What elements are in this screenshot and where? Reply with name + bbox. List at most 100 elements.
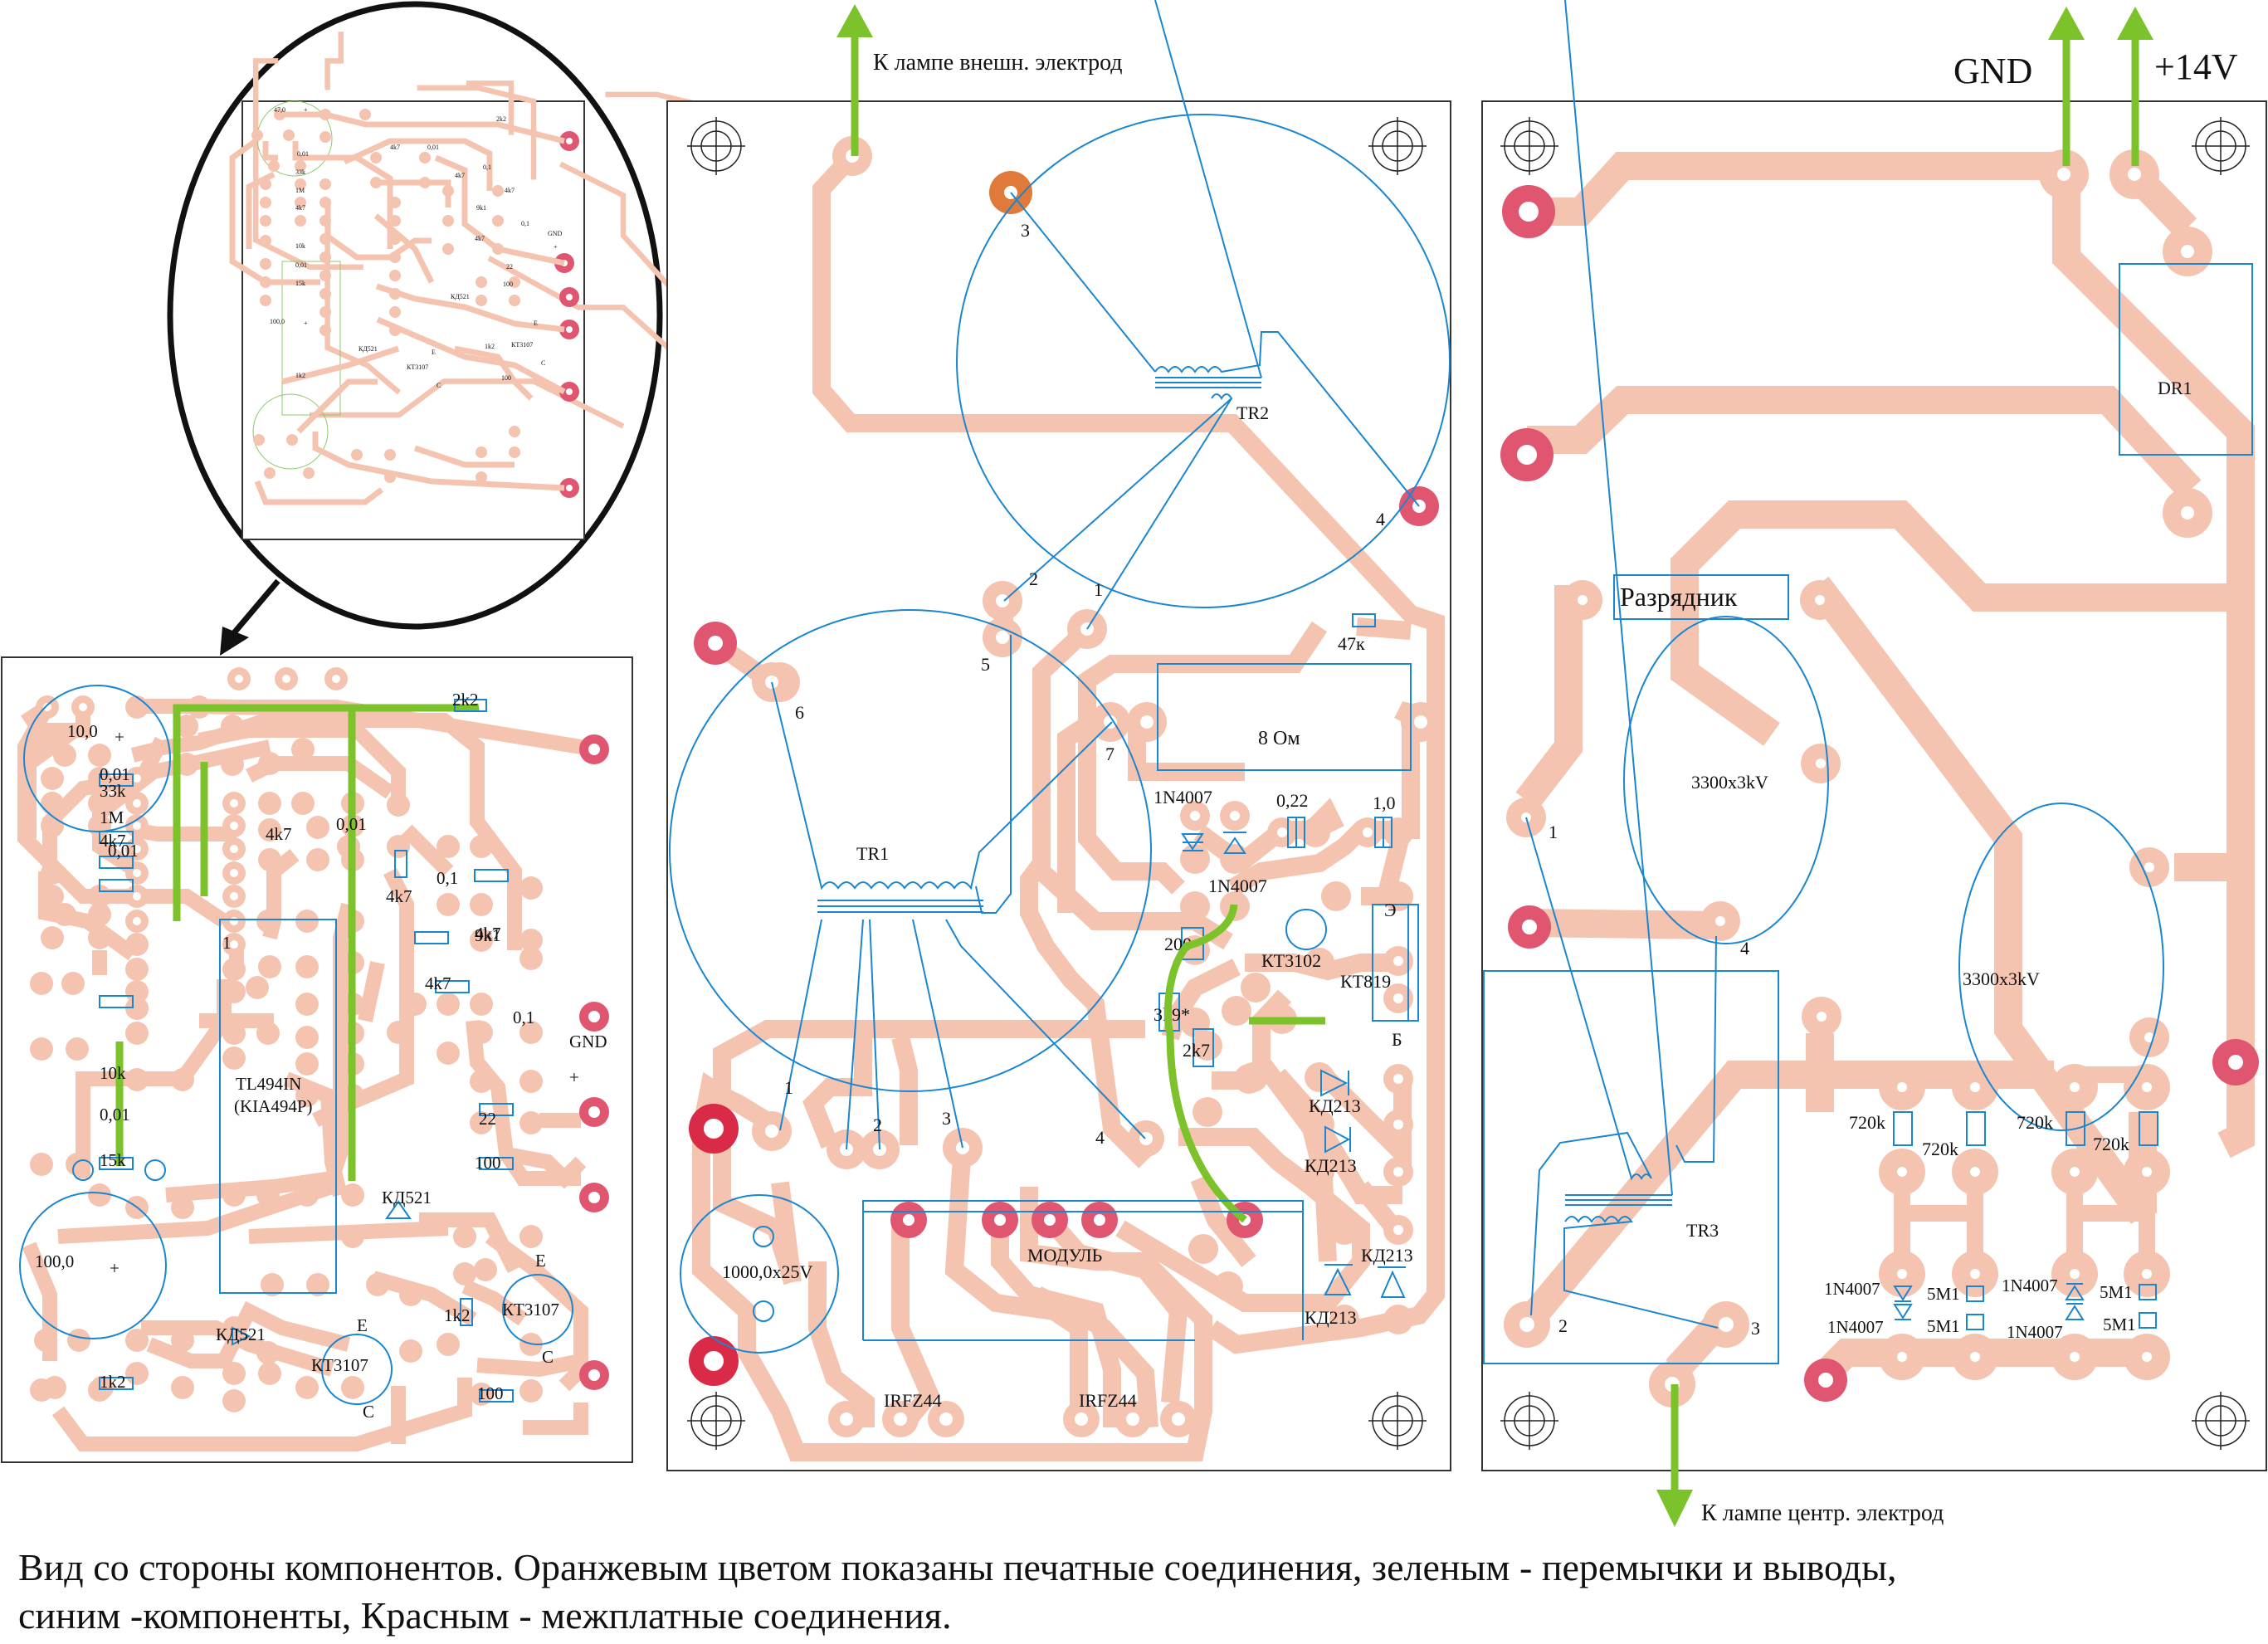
transistor-kt3102-outline — [1285, 909, 1327, 950]
module-label: МОДУЛЬ — [1027, 1245, 1102, 1266]
svg-text:C: C — [437, 382, 441, 389]
right-pads — [1500, 149, 2259, 1407]
svg-text:0,01: 0,01 — [108, 841, 139, 861]
right-interboard-pads — [1500, 185, 2259, 1402]
svg-text:+: + — [554, 243, 558, 251]
inset-callout: 47,0 + 2k2 0,01 4k7 0,01 33k 1M 4k7 0,1 … — [167, 1, 705, 656]
svg-text:5: 5 — [981, 654, 990, 675]
svg-text:2: 2 — [1029, 568, 1038, 589]
inset-pads — [252, 100, 579, 498]
resistor-8ohm-label: 8 Ом — [1258, 728, 1300, 749]
svg-text:E: E — [535, 1251, 546, 1271]
spark-gap-outline — [1613, 574, 1789, 620]
inset-ic-outline — [281, 261, 341, 416]
svg-text:1: 1 — [784, 1077, 793, 1098]
svg-text:7: 7 — [1105, 744, 1114, 764]
svg-text:1N4007: 1N4007 — [2007, 1322, 2063, 1342]
caps-022-10 — [1287, 817, 1393, 848]
tr2-labels: 3 4 2 1 TR2 — [1021, 220, 1385, 600]
svg-text:5M1: 5M1 — [1927, 1284, 1960, 1304]
svg-text:КД521: КД521 — [382, 1188, 432, 1207]
inset-pad-array — [251, 109, 520, 483]
svg-text:(KIA494P): (KIA494P) — [234, 1096, 313, 1116]
cap-10uf-outline — [23, 685, 171, 832]
svg-text:15k: 15k — [295, 280, 305, 287]
kt819-label: КТ819 — [1340, 971, 1391, 992]
left-interboard-pads — [579, 734, 609, 1390]
transistor-kt3102-label: КТ3102 — [1261, 950, 1321, 971]
svg-text:0,1: 0,1 — [513, 1007, 534, 1027]
svg-text:100: 100 — [477, 1383, 504, 1403]
vplus-label: +14V — [2154, 46, 2238, 87]
resistor-47k-label: 47к — [1338, 633, 1365, 654]
left-jumper-main — [173, 704, 358, 921]
svg-text:C: C — [542, 1347, 554, 1367]
kd213-c-label: КД213 — [1361, 1245, 1413, 1266]
middle-mount-holes — [687, 117, 1427, 1450]
tr1-windings — [771, 635, 1146, 1150]
caption-line-1: Вид со стороны компонентов. Оранжевым цв… — [18, 1546, 1897, 1588]
svg-text:1N4007: 1N4007 — [2002, 1276, 2058, 1295]
svg-text:2: 2 — [873, 1115, 882, 1135]
tr1-outline — [669, 609, 1152, 1092]
vplus-arrowhead — [2117, 7, 2153, 40]
svg-text:GND: GND — [548, 230, 563, 237]
svg-text:+: + — [304, 320, 308, 327]
svg-text:2: 2 — [1558, 1315, 1568, 1336]
diode-kd521-a — [385, 1200, 412, 1219]
cap-10-label: 1,0 — [1373, 793, 1396, 813]
svg-text:2k2: 2k2 — [452, 690, 479, 710]
diodes-1n4007-pair — [1181, 832, 1246, 854]
diode-kd521-b — [232, 1326, 251, 1346]
tr3-windings — [1525, 0, 1719, 1329]
resistor-8ohm — [1157, 663, 1412, 771]
svg-text:1k2: 1k2 — [485, 343, 495, 350]
resistors-720k-labels: 720k 720k 720k 720k — [1849, 1112, 2129, 1159]
svg-text:TR2: TR2 — [1236, 402, 1269, 423]
svg-text:9k1: 9k1 — [476, 204, 486, 212]
lamp-outer-label: К лампе внешн. электрод — [873, 50, 1123, 76]
gnd-arrowhead — [2048, 7, 2085, 40]
svg-text:TR3: TR3 — [1686, 1220, 1719, 1241]
tr2-outline — [956, 114, 1451, 608]
middle-board: К лампе внешн. электрод 3 4 2 1 TR2 — [666, 0, 1451, 1471]
cap-1000uf-outline — [680, 1194, 839, 1354]
svg-text:100: 100 — [503, 281, 513, 288]
resistor-2k7-label: 2k7 — [1183, 1040, 1210, 1061]
svg-text:4k7: 4k7 — [386, 886, 412, 906]
svg-text:1k2: 1k2 — [444, 1305, 471, 1325]
svg-text:1N4007: 1N4007 — [1827, 1317, 1884, 1337]
svg-text:0,01: 0,01 — [295, 261, 307, 269]
svg-text:4k7: 4k7 — [475, 235, 485, 242]
diodes-kd213 — [1320, 1069, 1406, 1298]
svg-text:E: E — [432, 349, 436, 356]
svg-text:4k7: 4k7 — [425, 973, 451, 993]
resistor-2k7 — [1193, 1028, 1214, 1067]
kt819-emitter-label: Э — [1384, 900, 1397, 920]
svg-text:10,0: 10,0 — [67, 721, 98, 741]
ic-tl494-outline — [219, 919, 337, 1294]
transistor-kt3107-b-outline — [502, 1274, 573, 1345]
lamp-center-label: К лампе центр. электрод — [1701, 1500, 1944, 1526]
svg-text:1: 1 — [1094, 579, 1103, 600]
svg-text:720k: 720k — [1922, 1139, 1958, 1159]
svg-text:2k2: 2k2 — [496, 115, 506, 123]
svg-text:720k: 720k — [2017, 1112, 2053, 1133]
resistors-720k — [1893, 1111, 2158, 1146]
callout-circle — [167, 1, 663, 630]
transistor-kt819-outline — [1372, 904, 1419, 1022]
svg-text:22: 22 — [479, 1109, 496, 1129]
kd213-b-label: КД213 — [1305, 1155, 1357, 1176]
svg-text:КТ3107: КТ3107 — [407, 363, 428, 371]
choke-dr1-outline — [2119, 263, 2253, 456]
svg-text:3: 3 — [1751, 1318, 1760, 1339]
svg-text:1N4007: 1N4007 — [1824, 1279, 1880, 1299]
svg-text:10k: 10k — [295, 242, 305, 250]
tr1-labels: 6 5 7 1 2 3 4 TR1 — [784, 654, 1114, 1148]
resistor-47k — [1352, 613, 1376, 627]
svg-text:0,1: 0,1 — [437, 868, 458, 888]
svg-text:КД521: КД521 — [358, 345, 378, 353]
inset-labels: 47,0 + 2k2 0,01 4k7 0,01 33k 1M 4k7 0,1 … — [270, 106, 563, 389]
svg-text:0,01: 0,01 — [100, 1105, 130, 1124]
right-board: GND +14V К лампе центр. электрод DR1 Раз… — [1481, 0, 2267, 1527]
